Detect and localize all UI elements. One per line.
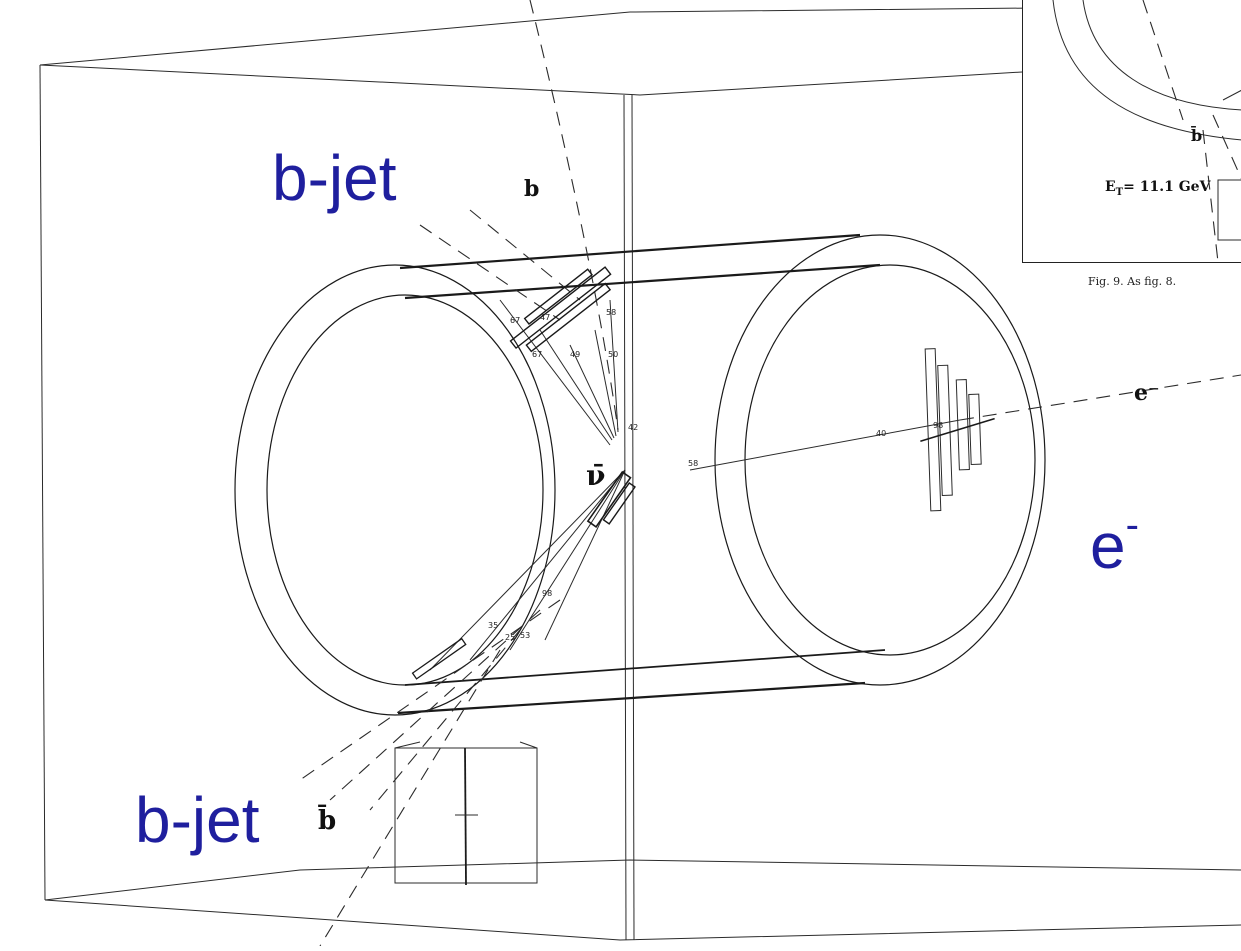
- inset-caption: Fig. 9. As fig. 8.: [1088, 275, 1177, 288]
- b-quark-label: b: [524, 176, 540, 202]
- bbar-quark-label: b̄: [318, 806, 337, 836]
- cluster-number: 53: [520, 631, 530, 640]
- bjet-bottom-label: b-jet: [135, 784, 260, 856]
- cluster-number: 58: [688, 459, 698, 468]
- cluster-number: 35: [488, 621, 498, 630]
- cluster-number: 98: [933, 421, 943, 430]
- particle-tracks: [299, 0, 1241, 947]
- cluster-number: 50: [608, 350, 618, 359]
- electron-big-symbol: e: [1090, 510, 1126, 582]
- cluster-number: 58: [606, 308, 616, 317]
- muon-box: [394, 741, 538, 886]
- cluster-number: 25: [505, 633, 515, 642]
- electron-track-label: e⁻: [1134, 380, 1160, 406]
- cluster-number: 67: [510, 316, 520, 325]
- cluster-number: 40: [876, 429, 886, 438]
- detector-cylinder: [234, 233, 1046, 716]
- inset-figure: b̄ ET= 11.1 GeV: [1022, 0, 1241, 263]
- inset-energy-symbol: E: [1105, 179, 1116, 195]
- electron-big-label: e-: [1090, 505, 1139, 578]
- antineutrino-label: ν̄: [586, 459, 606, 492]
- bjet-top-label: b-jet: [272, 142, 397, 214]
- inset-energy-sub: T: [1115, 186, 1124, 198]
- cluster-number-layer: 67 47 58 67 49 50 42 58 40 98 35 25 53 98: [488, 308, 943, 642]
- cluster-number: 49: [570, 350, 580, 359]
- inset-bbar-label: b̄: [1191, 126, 1203, 145]
- inset-energy-value: = 11.1 GeV: [1123, 179, 1211, 195]
- cluster-number: 98: [542, 589, 552, 598]
- energy-clusters: [411, 266, 995, 680]
- cluster-number: 47: [540, 313, 550, 322]
- cluster-number: 42: [628, 423, 638, 432]
- electron-big-sup: -: [1125, 503, 1139, 547]
- inset-energy-label: ET= 11.1 GeV: [1105, 180, 1210, 198]
- inset-drawing: [1052, 0, 1241, 262]
- cluster-number: 67: [532, 350, 542, 359]
